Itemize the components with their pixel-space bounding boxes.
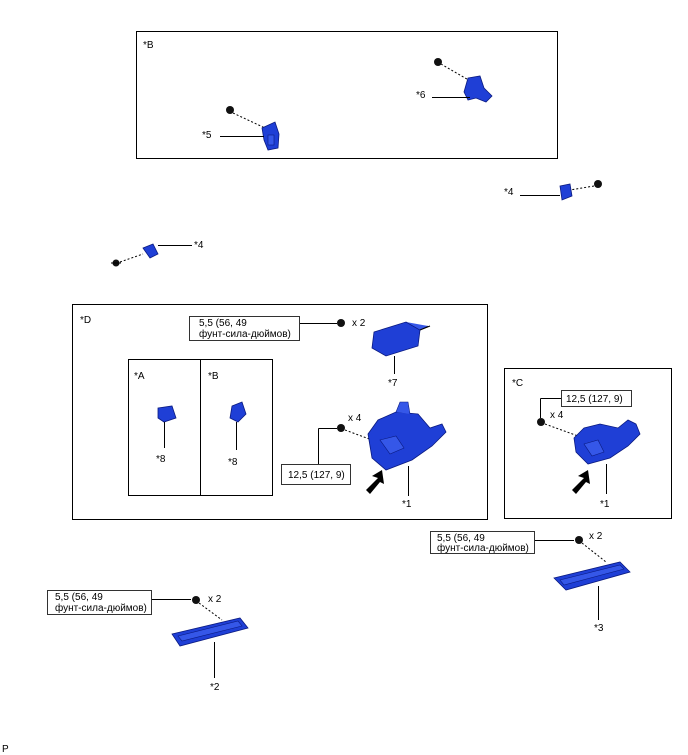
part-1-assembly-d (337, 401, 447, 471)
torque-1-c: 12,5 (127, 9) (566, 394, 623, 405)
frame-a-label: *A (134, 371, 145, 382)
part-4-bracket-left (111, 243, 159, 267)
callout-7: *7 (388, 378, 398, 389)
torque-7-line2: фунт-сила-дюймов) (199, 328, 291, 340)
part-3-cover (553, 536, 631, 591)
frame-b-top-label: *B (143, 40, 154, 51)
frame-d (72, 304, 488, 520)
callout-2: *2 (210, 682, 220, 693)
part-8-sensor-a (157, 405, 177, 448)
part-2-cover (171, 596, 249, 647)
callout-3: *3 (594, 623, 604, 634)
qty-1-c: x 4 (550, 410, 564, 421)
callout-1-d: *1 (402, 499, 412, 510)
callout-1-c: *1 (600, 499, 610, 510)
callout-4-left: *4 (194, 240, 204, 251)
callout-8-a: *8 (156, 454, 166, 465)
qty-3: x 2 (589, 531, 603, 542)
part-7-module (337, 319, 431, 357)
torque-7-line1: 5,5 (56, 49 (199, 318, 247, 329)
torque-1-d: 12,5 (127, 9) (288, 470, 345, 481)
callout-8-b: *8 (228, 457, 238, 468)
part-5-bracket (226, 106, 280, 151)
qty-1-d: x 4 (348, 413, 362, 424)
torque-box-1-d (281, 464, 351, 485)
part-1-assembly-c (537, 418, 641, 465)
part-6-bracket (434, 58, 493, 103)
torque-box-7 (189, 316, 300, 341)
torque-3-line2: фунт-сила-дюймов) (437, 542, 529, 554)
qty-7: x 2 (352, 318, 366, 329)
frame-b-top (136, 31, 558, 159)
qty-2: x 2 (208, 594, 222, 605)
torque-box-2 (47, 590, 152, 615)
torque-2-line2: фунт-сила-дюймов) (55, 602, 147, 614)
frame-d-label: *D (80, 315, 91, 326)
direction-arrow-c (572, 470, 590, 494)
callout-5: *5 (202, 130, 212, 141)
callout-6: *6 (416, 90, 426, 101)
torque-box-3 (430, 531, 535, 554)
corner-mark: P (2, 744, 9, 755)
frame-c-label: *C (512, 378, 523, 389)
torque-3-line1: 5,5 (56, 49 (437, 533, 485, 544)
frame-b-inner-label: *B (208, 371, 219, 382)
direction-arrow-d (366, 470, 384, 494)
part-8-sensor-b (229, 401, 247, 450)
torque-2-line1: 5,5 (56, 49 (55, 592, 103, 603)
torque-box-1-c (561, 390, 632, 407)
part-4-bracket-right (559, 180, 602, 201)
frame-c (504, 368, 672, 519)
callout-4-right: *4 (504, 187, 514, 198)
